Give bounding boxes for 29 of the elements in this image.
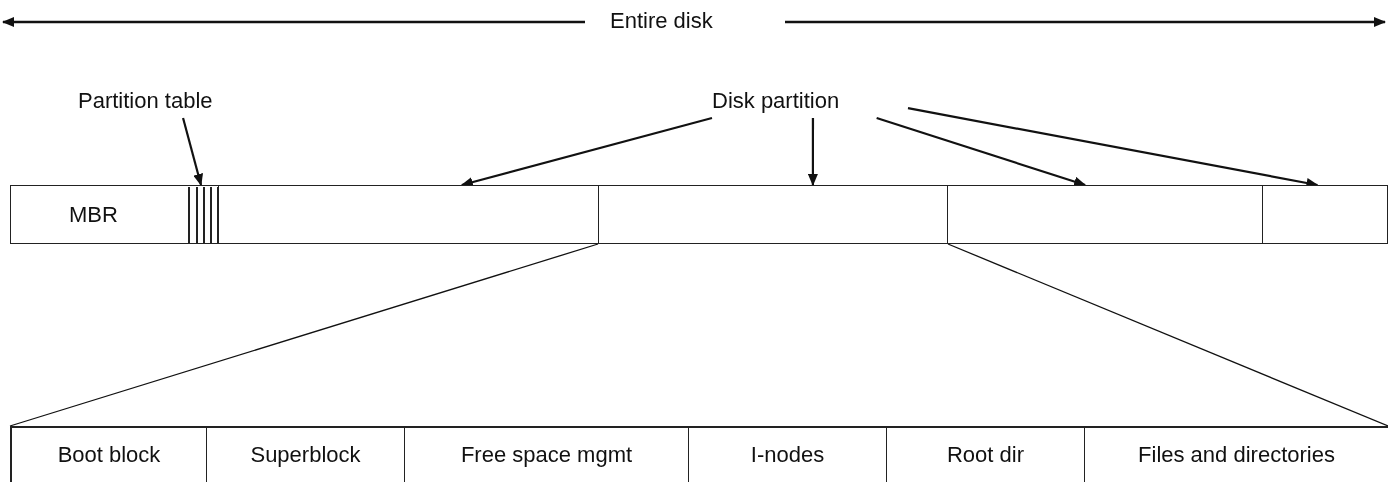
- partition-region: [404, 427, 689, 482]
- callout-label: Partition table: [78, 88, 213, 113]
- mbr-box: [10, 185, 190, 244]
- dimension-label: Entire disk: [610, 8, 713, 34]
- partition-region: [688, 427, 887, 482]
- arrow: [182, 117, 203, 186]
- partition-box: [1262, 185, 1388, 244]
- partition-region: [206, 427, 405, 482]
- partition-box: [218, 185, 599, 244]
- partition-region: [886, 427, 1085, 482]
- region-label: MBR: [69, 201, 118, 228]
- partition-region: [1084, 427, 1388, 482]
- region-label: Boot block: [57, 442, 161, 468]
- partition-box: [947, 185, 1263, 244]
- region-label: I-nodes: [750, 442, 825, 468]
- partition-table-lines: [188, 185, 219, 244]
- partition-layout-strip: [10, 426, 1388, 482]
- region-label: Superblock: [250, 442, 361, 468]
- arrow: [876, 116, 1087, 187]
- partition-region: [11, 427, 207, 482]
- partition-box: [598, 185, 948, 244]
- expansion-line: [9, 243, 599, 427]
- arrow: [807, 118, 818, 186]
- region-label: Free space mgmt: [460, 442, 633, 468]
- region-label: Files and directories: [1138, 442, 1335, 468]
- expansion-line: [947, 243, 1388, 427]
- region-label: Root dir: [946, 442, 1024, 468]
- arrow: [460, 116, 713, 187]
- callout-label: Disk partition: [712, 88, 840, 113]
